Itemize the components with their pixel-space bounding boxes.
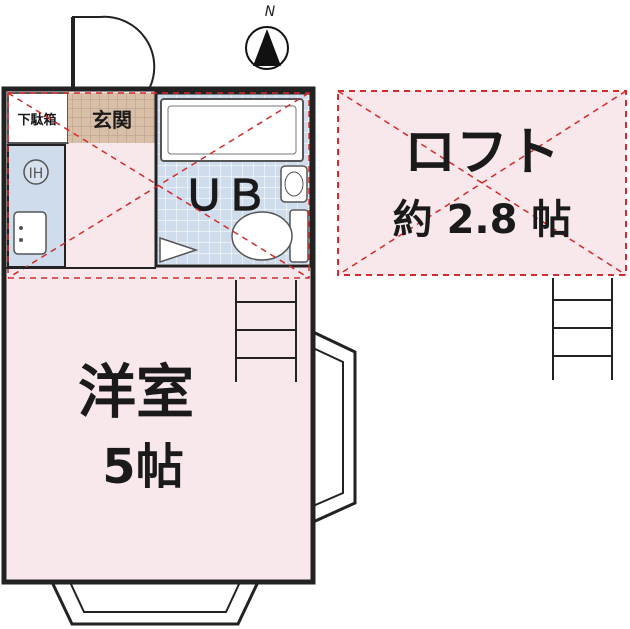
ih-cooktop-icon: IH	[23, 159, 49, 185]
loft-ladder	[235, 280, 297, 382]
western-room-size: 5帖	[102, 439, 183, 495]
loft-size: 約 2.8 帖	[393, 197, 572, 243]
bay-window-bottom	[49, 580, 261, 626]
shoe-box-label: 下駄箱	[17, 112, 56, 128]
bath-door-swing	[159, 236, 199, 264]
entrance	[68, 93, 156, 143]
entrance-label: 玄関	[92, 108, 132, 132]
bay-window-right	[311, 329, 357, 525]
north-compass-icon: N	[245, 4, 289, 70]
loft-label: ロフト	[404, 123, 560, 183]
outer-wall	[1, 86, 316, 585]
entry-door	[71, 15, 156, 88]
washbasin-icon	[280, 165, 308, 203]
western-room-label: 洋室	[78, 358, 194, 426]
ih-label: IH	[29, 166, 44, 182]
bath-label: ＵＢ	[183, 171, 267, 220]
compass-label: N	[265, 4, 276, 20]
toilet-icon	[231, 209, 309, 263]
kitchen-sink-icon	[13, 211, 47, 255]
loft-ladder-plan	[552, 278, 613, 380]
